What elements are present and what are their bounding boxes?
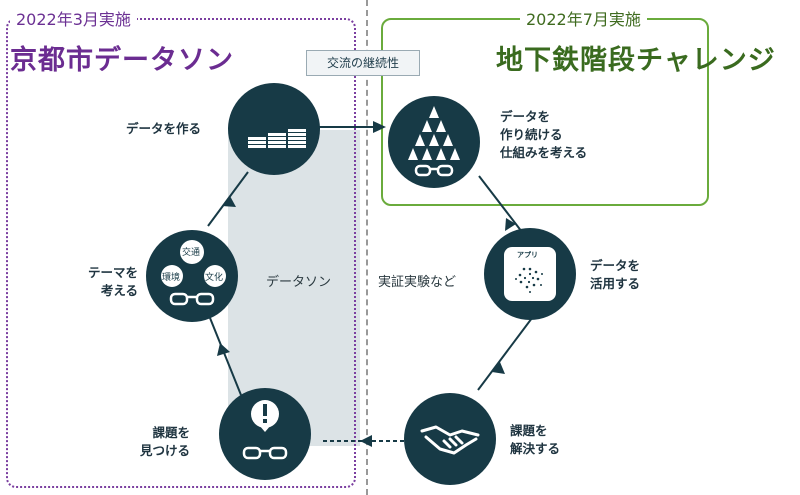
- app-dots-icon: [515, 267, 543, 293]
- triangle-pyramid-icon: [408, 106, 460, 177]
- bubble-culture: 文化: [205, 273, 224, 283]
- keep-making-data-node: [388, 96, 480, 188]
- find-issues-line-2: 見つける: [140, 443, 191, 458]
- keep-making-label: データを 作り続ける 仕組みを考える: [500, 108, 587, 162]
- create-data-label: データを作る: [126, 121, 202, 136]
- bubble-traffic: 交通: [182, 248, 201, 258]
- solve-issues-node: [404, 393, 496, 485]
- app-tile: アプリ: [504, 247, 556, 301]
- think-theme-line-1: テーマを: [88, 265, 139, 280]
- right-section-title: 地下鉄階段チャレンジ: [496, 45, 776, 76]
- thought-bubbles-icon: [161, 240, 226, 306]
- section-divider: [366, 0, 368, 495]
- think-theme-node: 交通 環境 文化: [146, 230, 238, 322]
- solve-issues-line-1: 課題を: [510, 423, 548, 438]
- bubble-environment: 環境: [162, 273, 181, 283]
- keep-making-line-1: データを: [500, 109, 551, 124]
- left-section-frame: [6, 18, 356, 488]
- handshake-icon: [420, 425, 480, 455]
- datathon-center-label: データソン: [266, 275, 332, 290]
- experiments-center-label: 実証実験など: [378, 275, 457, 290]
- think-theme-label: テーマを 考える: [88, 264, 138, 300]
- right-section-date: 2022年7月実施: [520, 6, 647, 30]
- find-issues-line-1: 課題を: [152, 425, 191, 440]
- find-issues-node: [219, 388, 311, 480]
- glasses-icon: [414, 164, 454, 177]
- exclamation-icon: [242, 400, 288, 460]
- use-data-line-2: 活用する: [590, 276, 641, 291]
- left-section-title: 京都市データソン: [10, 45, 234, 76]
- find-issues-label: 課題を 見つける: [140, 424, 190, 460]
- left-section-date: 2022年3月実施: [10, 6, 137, 30]
- use-data-line-1: データを: [590, 258, 641, 273]
- solve-issues-label: 課題を 解決する: [510, 422, 560, 458]
- use-data-node: アプリ: [484, 228, 576, 320]
- glasses-icon: [169, 292, 215, 306]
- use-data-label: データを 活用する: [590, 257, 640, 293]
- solve-issues-line-2: 解決する: [510, 441, 561, 456]
- create-data-node: [228, 83, 320, 175]
- glasses-icon: [242, 446, 288, 460]
- stacked-coins-icon: [248, 129, 306, 148]
- keep-making-line-2: 作り続ける: [500, 127, 563, 142]
- continuity-label: 交流の継続性: [306, 50, 420, 76]
- app-label: アプリ: [517, 251, 538, 259]
- keep-making-line-3: 仕組みを考える: [500, 145, 588, 160]
- think-theme-line-2: 考える: [100, 283, 139, 298]
